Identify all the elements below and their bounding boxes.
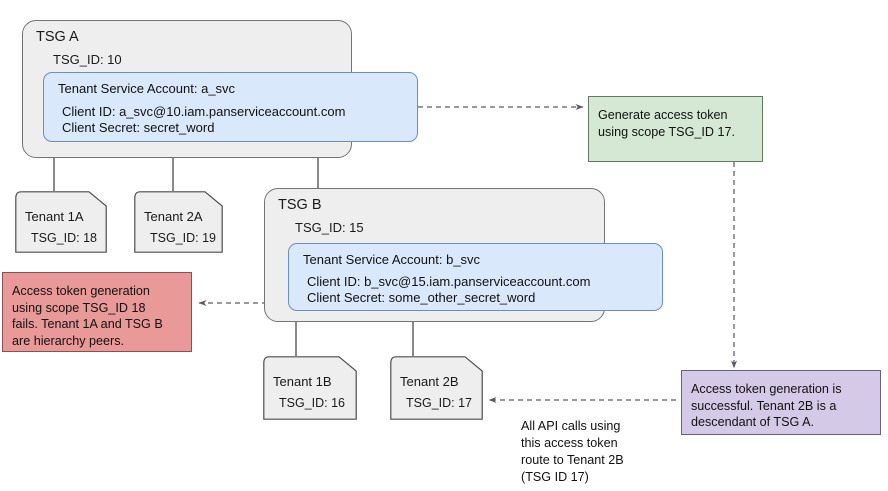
tenant-1a-shape: [15, 191, 107, 253]
tenant-node-2b[interactable]: Tenant 2B TSG_ID: 17: [390, 356, 483, 420]
tenant-node-2a[interactable]: Tenant 2A TSG_ID: 19: [134, 191, 223, 253]
caption-api-routing: All API calls using this access token ro…: [521, 419, 624, 484]
tsg-b-id: TSG_ID: 15: [295, 220, 364, 235]
tsg-a-svc-client-id: Client ID: a_svc@10.iam.panserviceaccoun…: [62, 104, 346, 119]
tsg-b-svc-client-id: Client ID: b_svc@15.iam.panserviceaccoun…: [307, 274, 591, 289]
tenant-1a-id: TSG_ID: 18: [31, 231, 97, 245]
tsg-b-child-connectors: [295, 322, 414, 356]
tsg-a-title: TSG A: [36, 29, 79, 45]
tsg-a-id: TSG_ID: 10: [53, 52, 122, 67]
tenant-node-1b[interactable]: Tenant 1B TSG_ID: 16: [263, 356, 357, 420]
tsg-a-service-account-card[interactable]: Tenant Service Account: a_svc Client ID:…: [43, 72, 418, 142]
tsg-a-svc-client-secret: Client Secret: secret_word: [62, 120, 215, 135]
tenant-2a-shape: [134, 191, 223, 253]
tsg-b-svc-client-secret: Client Secret: some_other_secret_word: [307, 290, 536, 305]
tenant-2a-id: TSG_ID: 19: [150, 231, 216, 245]
note-token-failure: Access token generation using scope TSG_…: [2, 272, 192, 352]
note-token-success: Access token generation is successful. T…: [681, 370, 881, 435]
note-generate-token: Generate access token using scope TSG_ID…: [588, 96, 763, 162]
tsg-b-title: TSG B: [278, 197, 322, 213]
tenant-2b-id: TSG_ID: 17: [406, 396, 472, 410]
tenant-1b-name: Tenant 1B: [273, 374, 332, 389]
tenant-2a-name: Tenant 2A: [144, 209, 203, 224]
tenant-1a-name: Tenant 1A: [25, 209, 84, 224]
tenant-2b-name: Tenant 2B: [400, 374, 459, 389]
tenant-2b-shape: [390, 356, 483, 420]
tsg-b-svc-heading: Tenant Service Account: b_svc: [303, 252, 481, 267]
tsg-a-svc-heading: Tenant Service Account: a_svc: [58, 81, 236, 96]
tenant-1b-shape: [263, 356, 357, 420]
tsg-a-child-connectors: [53, 158, 319, 191]
tenant-1b-id: TSG_ID: 16: [279, 396, 345, 410]
tsg-b-service-account-card[interactable]: Tenant Service Account: b_svc Client ID:…: [288, 243, 663, 311]
tenant-node-1a[interactable]: Tenant 1A TSG_ID: 18: [15, 191, 107, 253]
